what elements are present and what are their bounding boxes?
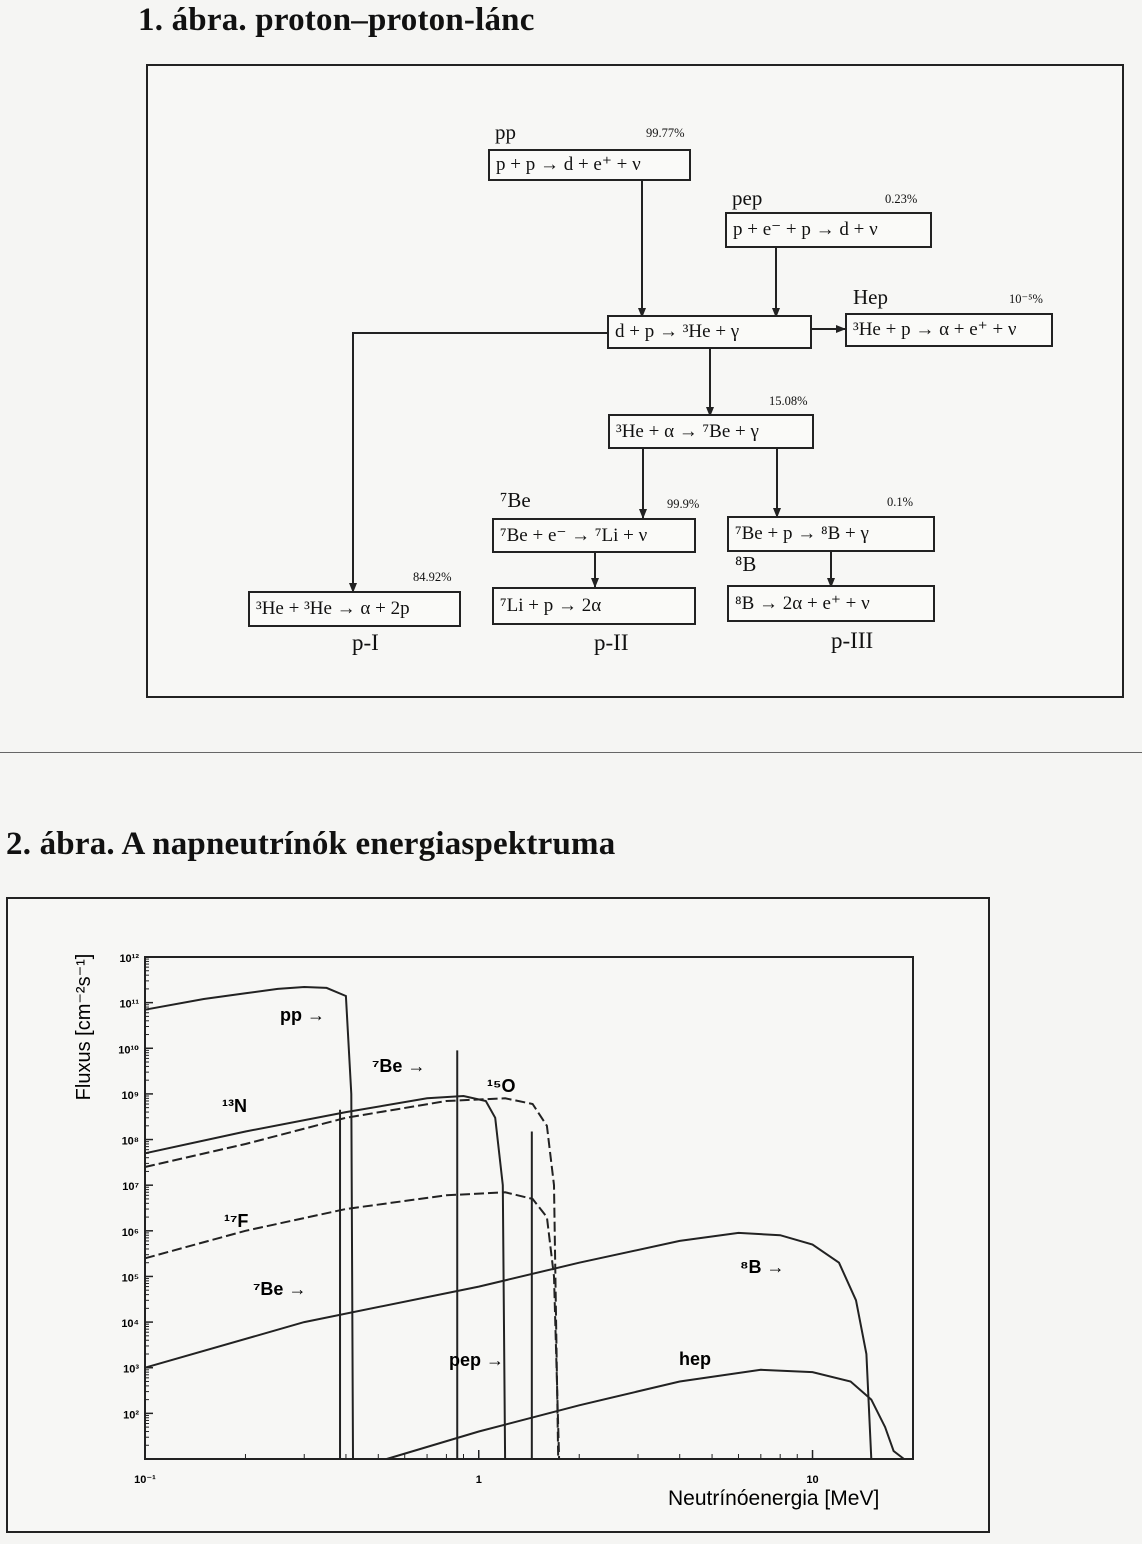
y-tick-label: 10¹⁰	[118, 1044, 139, 1056]
series-line	[144, 1231, 873, 1460]
y-tick-label: 10⁵	[122, 1272, 139, 1284]
series-line	[386, 1368, 905, 1460]
hep-label: Hep	[853, 285, 888, 309]
pep-label: pep	[732, 186, 763, 210]
y-tick-label: 10¹¹	[119, 999, 139, 1011]
y-tick-label: 10⁶	[122, 1227, 139, 1239]
pep-reaction-box: p + e⁻ + p → d + ν	[725, 212, 932, 248]
y-tick-label: 10⁸	[122, 1136, 139, 1148]
branch-label-p-i: p-I	[352, 630, 379, 655]
annotation-be7-continuum: ⁷Be →	[253, 1279, 306, 1299]
pep-percent: 0.23%	[885, 192, 918, 206]
annotation-n13: ¹³N	[222, 1096, 247, 1116]
li7p-reaction-box: ⁷Li + p → 2α	[492, 587, 696, 625]
neutrino-spectrum-chart: 10¹² 10¹¹ 10¹⁰ 10⁹ 10⁸ 10⁷ 10⁶ 10⁵ 10⁴ 10³ 10² 10⁻…	[6, 897, 990, 1533]
series-line	[144, 1097, 560, 1460]
he3alpha-percent: 15.08%	[769, 394, 808, 408]
figure-2-title: 2. ábra. A napneutrínók energiaspektruma	[6, 826, 616, 862]
section-divider	[0, 752, 1142, 753]
hep-reaction-box: ³He + p → α + e⁺ + ν	[845, 313, 1053, 347]
x-tick-label: 10⁻¹	[134, 1474, 156, 1486]
pp-label: pp	[495, 120, 516, 144]
pp-percent: 99.77%	[646, 126, 685, 140]
series-line	[144, 1191, 561, 1460]
y-axis-label: Fluxus [cm⁻²s⁻¹]	[73, 954, 95, 1101]
branch-label-p-ii: p-II	[594, 630, 629, 655]
figure-1-title: 1. ábra. proton–proton-lánc	[138, 2, 535, 38]
y-tick-label: 10⁷	[122, 1181, 139, 1193]
annotation-b8: ⁸B →	[740, 1257, 785, 1277]
annotation-o15: ¹⁵O	[487, 1076, 515, 1096]
be7e-percent: 99.9%	[667, 497, 700, 511]
series-line	[144, 1094, 507, 1460]
pp-chain-diagram: pp 99.77% p + p → d + e⁺ + ν pep 0.23% p…	[146, 64, 1124, 698]
y-tick-label: 10⁹	[122, 1090, 139, 1102]
branch-label-p-iii: p-III	[831, 628, 874, 653]
x-axis-label: Neutrínóenergia [MeV]	[668, 1487, 879, 1510]
y-tick-label: 10¹²	[119, 953, 139, 965]
be7-branch-label: ⁷Be	[500, 488, 531, 512]
he3alpha-reaction-box: ³He + α → ⁷Be + γ	[608, 414, 814, 449]
annotation-f17: ¹⁷F	[224, 1211, 248, 1231]
annotation-be7-line: ⁷Be →	[372, 1056, 425, 1076]
annotation-hep: hep	[679, 1349, 711, 1369]
x-tick-label: 10	[806, 1474, 818, 1486]
annotation-pp: pp →	[280, 1005, 325, 1025]
be7e-reaction-box: ⁷Be + e⁻ → ⁷Li + ν	[492, 518, 696, 553]
diagram-arrows	[349, 181, 846, 593]
he3he3-reaction-box: ³He + ³He → α + 2p	[248, 591, 461, 627]
b8-reaction-box: ⁸B → 2α + e⁺ + ν	[727, 585, 935, 622]
plot-frame	[144, 956, 914, 1460]
b8-label: ⁸B	[735, 552, 757, 576]
dp-reaction-box: d + p → ³He + γ	[607, 315, 812, 349]
be7p-percent: 0.1%	[887, 495, 914, 509]
hep-percent: 10⁻⁵%	[1009, 292, 1043, 306]
arrow-dp-to-he3he3	[349, 332, 607, 593]
series-line	[144, 985, 354, 1460]
pp-reaction-box: p + p → d + e⁺ + ν	[488, 149, 691, 181]
y-tick-label: 10²	[123, 1409, 139, 1421]
annotation-pep-visible: pep →	[449, 1350, 504, 1370]
x-tick-label: 1	[476, 1474, 482, 1486]
spectrum-plot: 10¹² 10¹¹ 10¹⁰ 10⁹ 10⁸ 10⁷ 10⁶ 10⁵ 10⁴ 10³ 10² 10⁻…	[73, 953, 914, 1510]
y-tick-label: 10³	[123, 1364, 139, 1376]
he3he3-percent: 84.92%	[413, 570, 452, 584]
y-tick-label: 10⁴	[121, 1318, 139, 1330]
be7p-reaction-box: ⁷Be + p → ⁸B + γ	[727, 516, 935, 552]
